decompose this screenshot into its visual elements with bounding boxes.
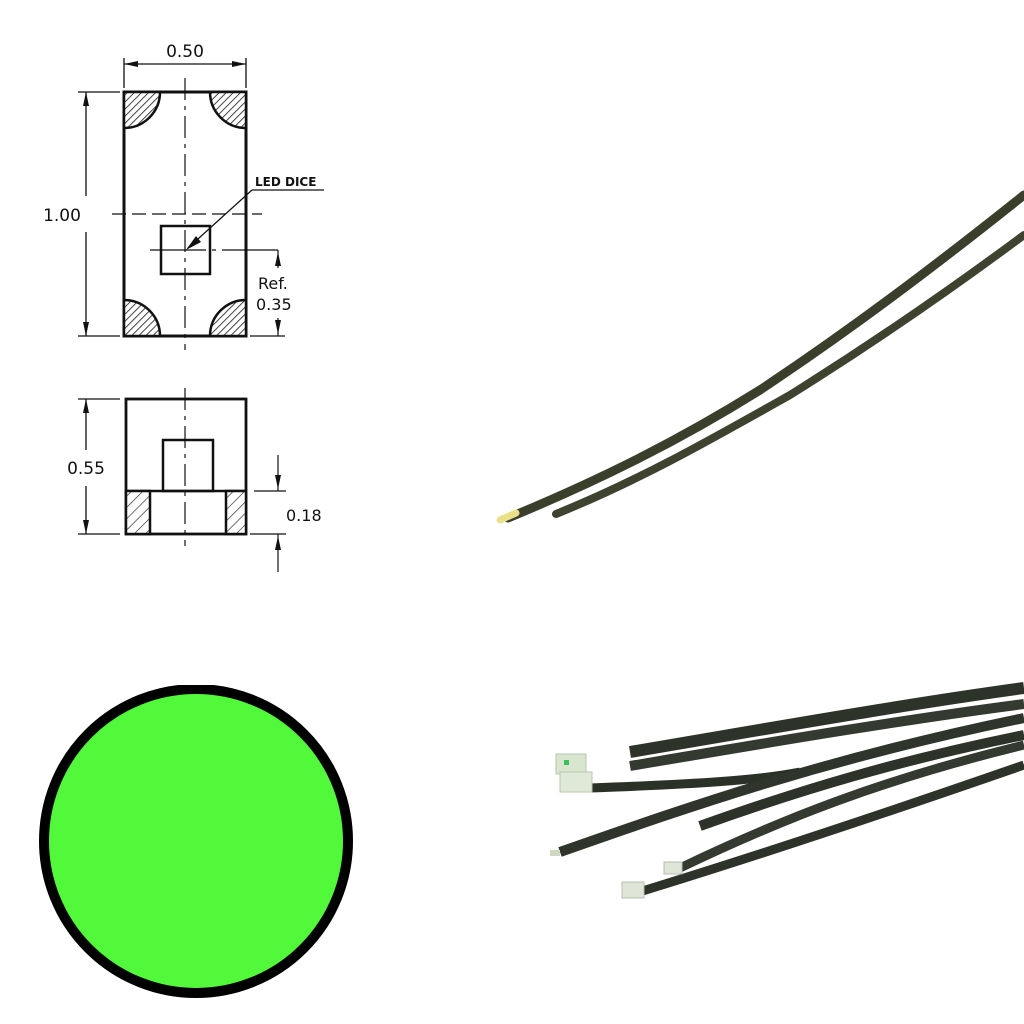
side-view-svg: 0.55 0.18 xyxy=(67,388,322,572)
width-dimension-label: 0.50 xyxy=(166,42,204,62)
height-dimension-label: 1.00 xyxy=(43,206,81,226)
wire-pair-image xyxy=(496,190,1024,524)
photo-led-wires-bundle xyxy=(530,670,1024,920)
top-view-drawing: 0.50 1.00 LED DICE Ref. 0.35 xyxy=(0,0,360,360)
side-height-label: 0.55 xyxy=(67,459,105,479)
base-height-label: 0.18 xyxy=(286,506,322,525)
ref-value-label: 0.35 xyxy=(256,295,292,314)
top-view-svg: 0.50 1.00 LED DICE Ref. 0.35 xyxy=(43,42,324,350)
photo-led-wires-pair xyxy=(480,180,1024,540)
green-circle-icon xyxy=(39,684,353,998)
led-dice-callout: LED DICE xyxy=(255,175,316,189)
wire-bundle-image xyxy=(550,682,1024,899)
color-swatch xyxy=(38,684,358,1005)
side-view-drawing: 0.55 0.18 xyxy=(0,380,360,590)
ref-label: Ref. xyxy=(258,274,288,293)
